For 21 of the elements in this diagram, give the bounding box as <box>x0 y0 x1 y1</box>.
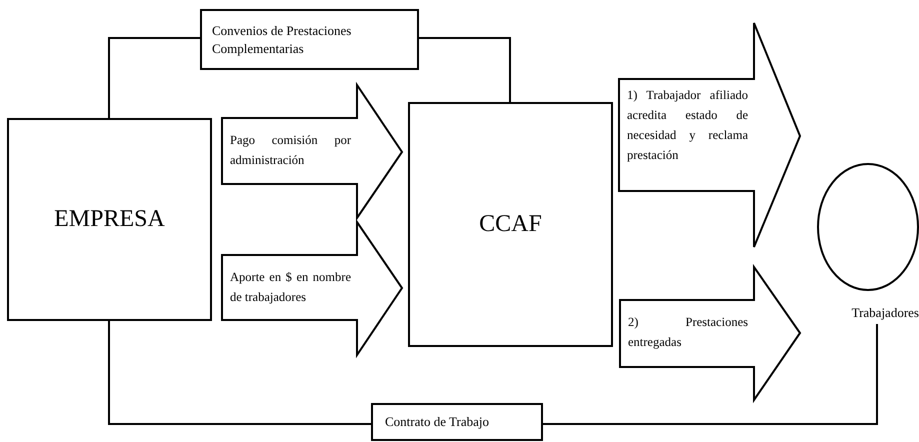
connector-line <box>108 321 371 425</box>
entity-name: EMPRESA <box>53 206 166 233</box>
connector-line <box>108 37 200 118</box>
connector-line <box>543 324 878 425</box>
block-arrow <box>221 82 404 222</box>
edge-label: Aporte en $ en nombre de trabajadores <box>230 269 351 306</box>
edge-label: 2) Prestaciones entregadas <box>628 314 748 351</box>
entity-box <box>408 102 613 347</box>
block-arrow <box>618 22 802 248</box>
connector-line <box>419 37 511 102</box>
block-arrow <box>619 264 802 404</box>
edge-label: 1) Trabajador afiliado acredita estado de necesidad y reclama prestación <box>627 87 748 164</box>
entity-box <box>7 118 212 321</box>
block-arrow <box>221 218 404 358</box>
edge-label: Pago comisión por administración <box>230 132 351 169</box>
box-text: Convenios de Prestaciones Complementarias <box>212 22 352 58</box>
box-text: Contrato de Trabajo <box>385 413 489 431</box>
entity-name: CCAF <box>478 211 543 238</box>
node-caption: Trabajadores <box>852 304 919 322</box>
process-box <box>371 403 543 441</box>
process-box <box>200 9 419 70</box>
